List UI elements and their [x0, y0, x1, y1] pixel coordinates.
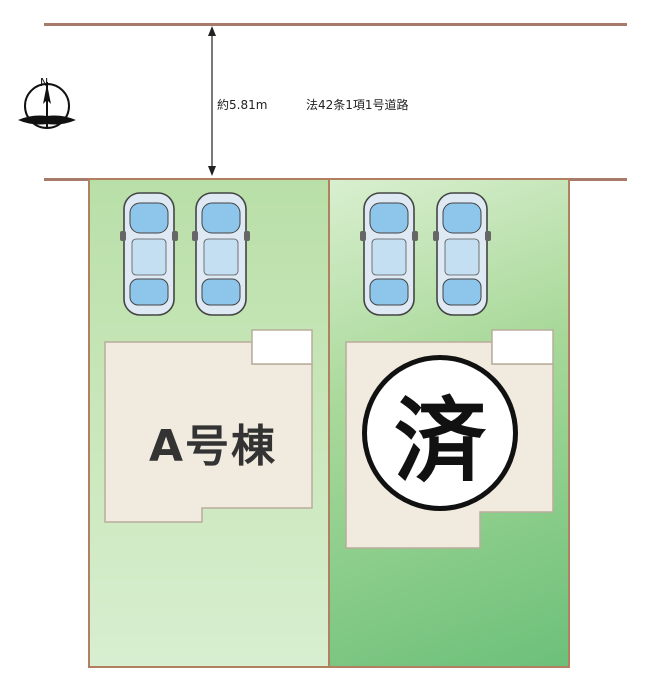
car-icon [432, 192, 492, 316]
building-a-annex [251, 329, 313, 365]
north-compass-icon [18, 82, 76, 129]
car-icon [119, 192, 179, 316]
sold-badge: 済 [362, 355, 518, 511]
road-edge-north [44, 23, 627, 26]
car-icon [359, 192, 419, 316]
building-a-label: A号棟 [148, 421, 278, 472]
building-b-annex [491, 329, 554, 365]
road-width-label: 約5.81m [217, 98, 268, 112]
compass-north-label: N [40, 76, 49, 89]
road-type-label: 法42条1項1号道路 [306, 98, 409, 112]
sold-status-text: 済 [393, 387, 486, 495]
car-icon [191, 192, 251, 316]
